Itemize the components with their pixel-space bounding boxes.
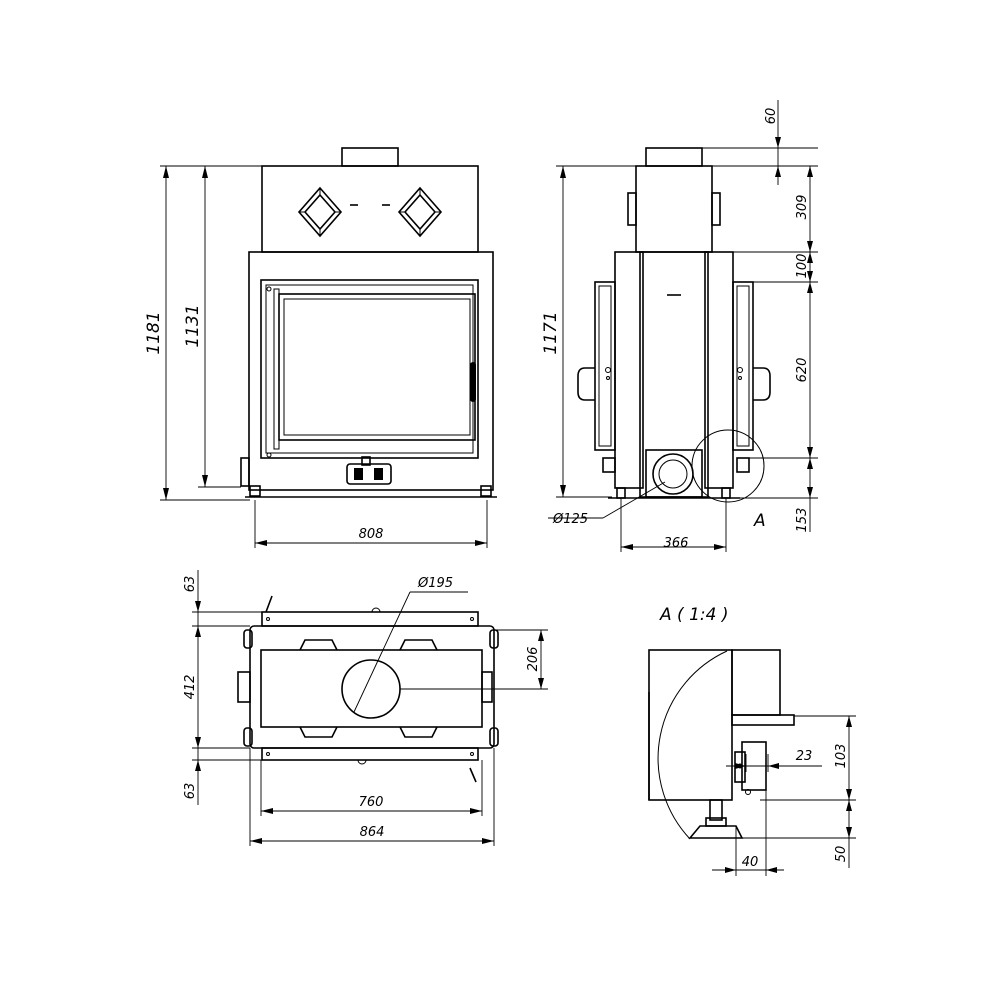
handle-left (577, 367, 595, 401)
side-view: A 1171 60 309 100 620 153 Ø125 366 (541, 100, 818, 552)
detail-bracket (731, 649, 781, 716)
detail-flange (731, 714, 795, 726)
detail-a-circle (691, 429, 765, 503)
left-air-vent (297, 186, 343, 238)
dim-label-206: 206 (526, 647, 541, 672)
door-profile-left (594, 281, 616, 451)
glass-pane (283, 298, 471, 436)
dim-label-309: 309 (795, 195, 810, 220)
dim-label-63-front: 63 (183, 576, 198, 593)
dim-label-760: 760 (359, 795, 384, 810)
dim-label-366: 366 (664, 536, 689, 551)
leveling-foot-right (480, 485, 492, 497)
foot-block-left (602, 457, 616, 473)
dim-label-1171: 1171 (541, 311, 561, 354)
top-front-rail (261, 747, 479, 761)
flue-outlet (341, 659, 401, 719)
front-view: 1181 1131 808 (144, 147, 497, 548)
dim-label-23: 23 (796, 749, 813, 764)
side-panel-left (614, 251, 644, 489)
vent-profile-right (711, 192, 721, 226)
flue-collar-side (645, 147, 703, 167)
right-air-vent (397, 186, 443, 238)
dim-label-1181: 1181 (144, 311, 164, 354)
top-view: Ø195 63 412 63 206 760 864 (183, 570, 548, 846)
detail-title: A ( 1:4 ) (659, 605, 728, 625)
convection-hood-side (635, 165, 713, 253)
dim-label-50: 50 (834, 846, 849, 863)
detail-foot-pad (688, 825, 744, 839)
dim-label-60: 60 (764, 108, 779, 125)
detail-boundary-arc (657, 650, 728, 840)
hinge-pin (266, 286, 272, 292)
top-rear-rail (261, 611, 479, 627)
leveling-foot-left (249, 485, 261, 497)
foot-right (721, 487, 731, 499)
firebox-body-front (248, 251, 494, 491)
leader-o195 (353, 591, 411, 713)
door-frame (260, 279, 479, 459)
foot-block-right (736, 457, 750, 473)
door-hinge-strip (273, 288, 280, 450)
air-inlet-box (645, 449, 703, 498)
door-handle (470, 362, 476, 402)
detail-a-view: A ( 1:4 ) 23 103 50 40 (648, 605, 856, 876)
hinge-pin (266, 452, 272, 458)
convection-hood-front (261, 165, 479, 253)
dim-label-1131: 1131 (183, 304, 203, 347)
dim-label-63-back: 63 (183, 783, 198, 800)
handle-right (753, 367, 771, 401)
dim-label-412: 412 (183, 675, 198, 700)
vent-profile-left (627, 192, 637, 226)
side-panel-stub (237, 671, 251, 703)
detail-body (648, 649, 733, 801)
leader-o125 (602, 481, 666, 519)
dim-label-103: 103 (834, 744, 849, 769)
dim-label-o195: Ø195 (417, 576, 453, 591)
detail-foot-screw (709, 799, 723, 821)
dim-label-40: 40 (742, 855, 759, 870)
dim-label-o125: Ø125 (552, 512, 588, 527)
cable-rear (265, 595, 273, 613)
top-hood (260, 649, 483, 728)
detail-marker-a: A (753, 511, 766, 531)
dim-label-620: 620 (795, 358, 810, 383)
flue-collar-front (341, 147, 399, 167)
side-panel-right (704, 251, 734, 489)
top-body-outline (249, 625, 495, 749)
dim-label-808: 808 (359, 527, 384, 542)
foot-left (616, 487, 626, 499)
glass-frame (278, 293, 476, 441)
air-regulator (346, 456, 392, 485)
dim-label-100: 100 (795, 254, 810, 279)
cable-front (469, 767, 477, 783)
door-frame-inner (265, 284, 474, 454)
door-profile-right (732, 281, 754, 451)
side-bracket (240, 457, 250, 487)
dim-label-864: 864 (360, 825, 385, 840)
dim-label-153: 153 (795, 508, 810, 533)
